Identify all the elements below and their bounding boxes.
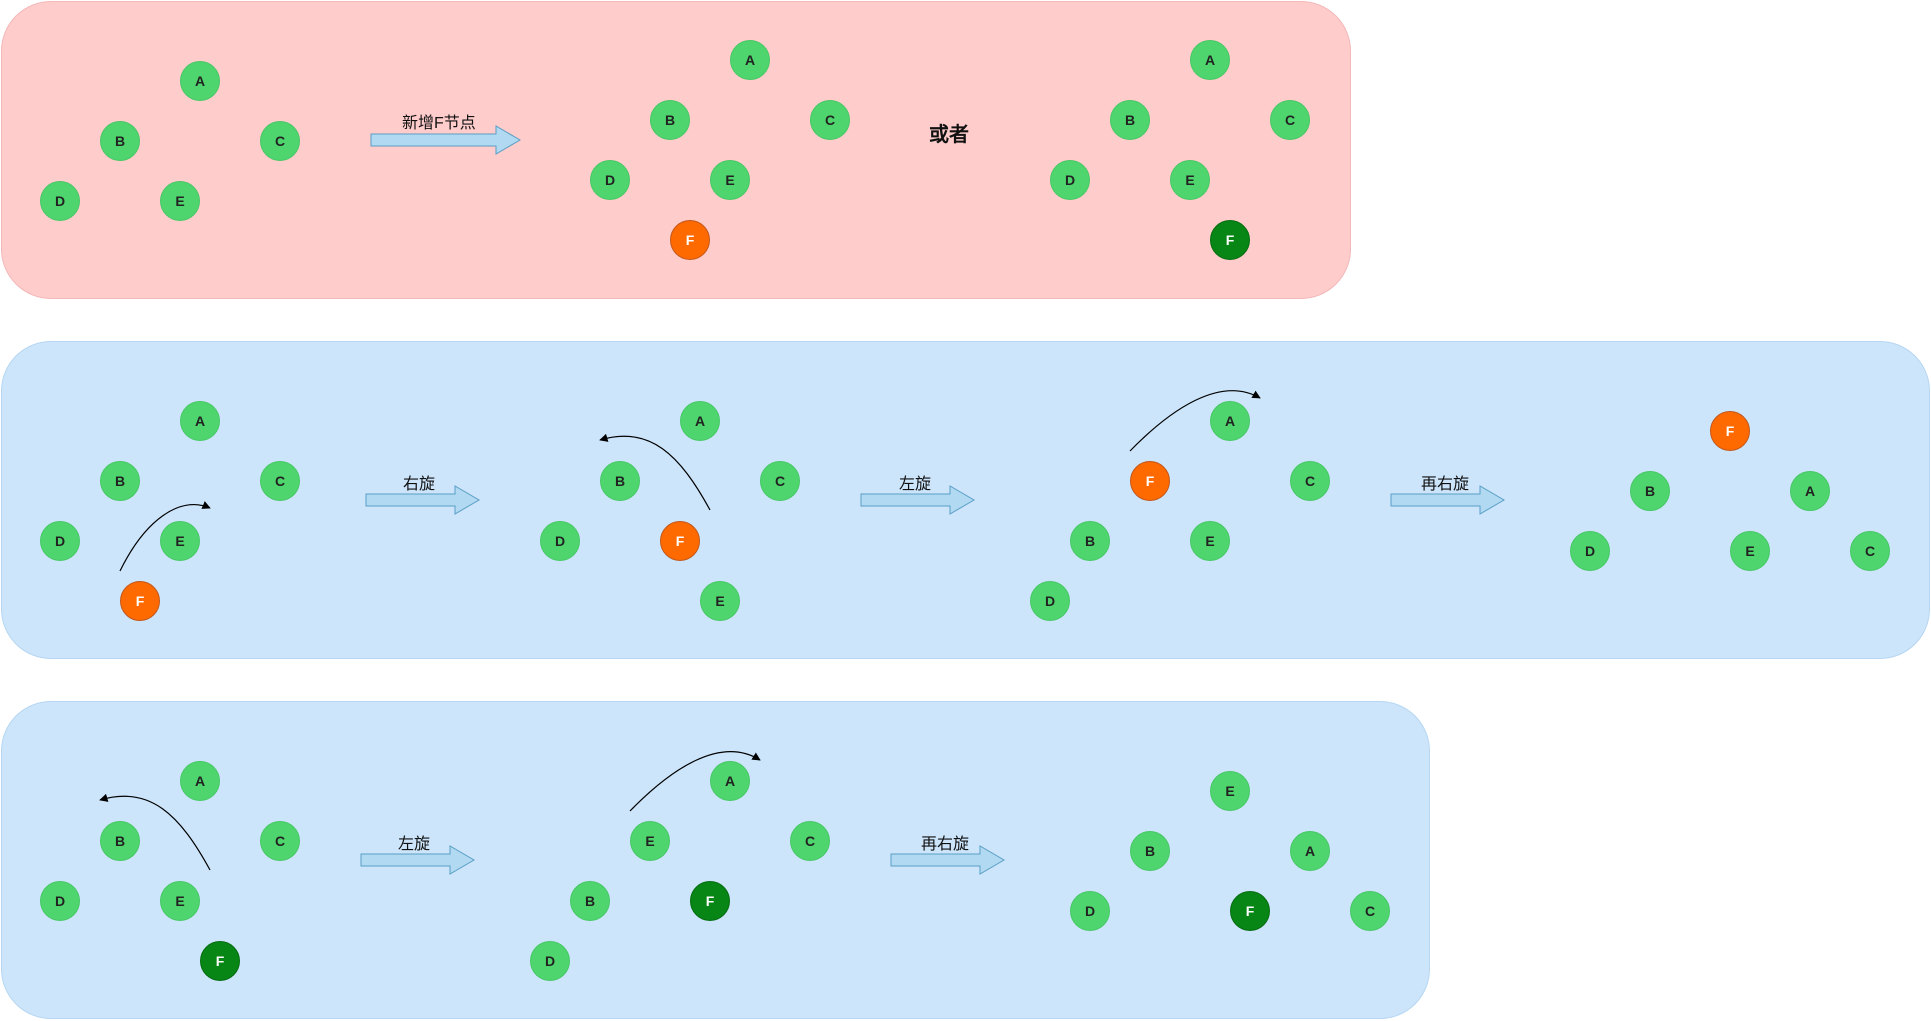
node-a: A bbox=[180, 61, 220, 101]
node-d: D bbox=[1570, 531, 1610, 571]
node-e: E bbox=[1730, 531, 1770, 571]
arrow-label-insert: 新增F节点 bbox=[402, 115, 476, 132]
node-d: D bbox=[40, 881, 80, 921]
node-f: F bbox=[1210, 220, 1250, 260]
block-arrow bbox=[365, 485, 480, 515]
node-d: D bbox=[540, 521, 580, 561]
node-b: B bbox=[1110, 100, 1150, 140]
node-a: A bbox=[1790, 471, 1830, 511]
node-a: A bbox=[730, 40, 770, 80]
block-arrow bbox=[890, 845, 1005, 875]
node-c: C bbox=[790, 821, 830, 861]
node-b: B bbox=[1130, 831, 1170, 871]
arrow-label-right-rotate-again: 再右旋 bbox=[1421, 476, 1470, 493]
node-f: F bbox=[200, 941, 240, 981]
node-a: A bbox=[710, 761, 750, 801]
node-a: A bbox=[180, 761, 220, 801]
node-c: C bbox=[260, 821, 300, 861]
arrow-label-left-rotate: 左旋 bbox=[398, 836, 431, 853]
node-e: E bbox=[710, 160, 750, 200]
node-c: C bbox=[1270, 100, 1310, 140]
node-e: E bbox=[1210, 771, 1250, 811]
block-arrow bbox=[860, 485, 975, 515]
node-c: C bbox=[260, 121, 300, 161]
node-e: E bbox=[160, 521, 200, 561]
arrow-label-right-rotate: 右旋 bbox=[403, 476, 436, 493]
node-d: D bbox=[1030, 581, 1070, 621]
node-c: C bbox=[260, 461, 300, 501]
node-a: A bbox=[1190, 40, 1230, 80]
node-e: E bbox=[700, 581, 740, 621]
node-f: F bbox=[670, 220, 710, 260]
node-e: E bbox=[1170, 160, 1210, 200]
node-f: F bbox=[1130, 461, 1170, 501]
node-b: B bbox=[100, 461, 140, 501]
node-e: E bbox=[1190, 521, 1230, 561]
node-c: C bbox=[1350, 891, 1390, 931]
node-a: A bbox=[1210, 401, 1250, 441]
node-d: D bbox=[1070, 891, 1110, 931]
node-b: B bbox=[100, 821, 140, 861]
node-d: D bbox=[590, 160, 630, 200]
node-b: B bbox=[100, 121, 140, 161]
block-arrow bbox=[360, 845, 475, 875]
node-f: F bbox=[1710, 411, 1750, 451]
node-e: E bbox=[160, 181, 200, 221]
or-label: 或者 bbox=[929, 124, 969, 146]
node-f: F bbox=[1230, 891, 1270, 931]
node-c: C bbox=[1290, 461, 1330, 501]
node-b: B bbox=[650, 100, 690, 140]
node-a: A bbox=[1290, 831, 1330, 871]
node-e: E bbox=[630, 821, 670, 861]
block-arrow bbox=[370, 125, 521, 155]
node-e: E bbox=[160, 881, 200, 921]
node-c: C bbox=[810, 100, 850, 140]
node-d: D bbox=[40, 521, 80, 561]
node-b: B bbox=[1630, 471, 1670, 511]
node-f: F bbox=[120, 581, 160, 621]
block-arrow bbox=[1390, 485, 1505, 515]
node-d: D bbox=[530, 941, 570, 981]
node-c: C bbox=[1850, 531, 1890, 571]
node-d: D bbox=[40, 181, 80, 221]
arrow-label-right-rotate-again: 再右旋 bbox=[921, 836, 970, 853]
node-b: B bbox=[1070, 521, 1110, 561]
node-c: C bbox=[760, 461, 800, 501]
node-b: B bbox=[570, 881, 610, 921]
node-a: A bbox=[180, 401, 220, 441]
node-b: B bbox=[600, 461, 640, 501]
node-f: F bbox=[690, 881, 730, 921]
node-d: D bbox=[1050, 160, 1090, 200]
arrow-label-left-rotate: 左旋 bbox=[899, 476, 932, 493]
node-f: F bbox=[660, 521, 700, 561]
node-a: A bbox=[680, 401, 720, 441]
